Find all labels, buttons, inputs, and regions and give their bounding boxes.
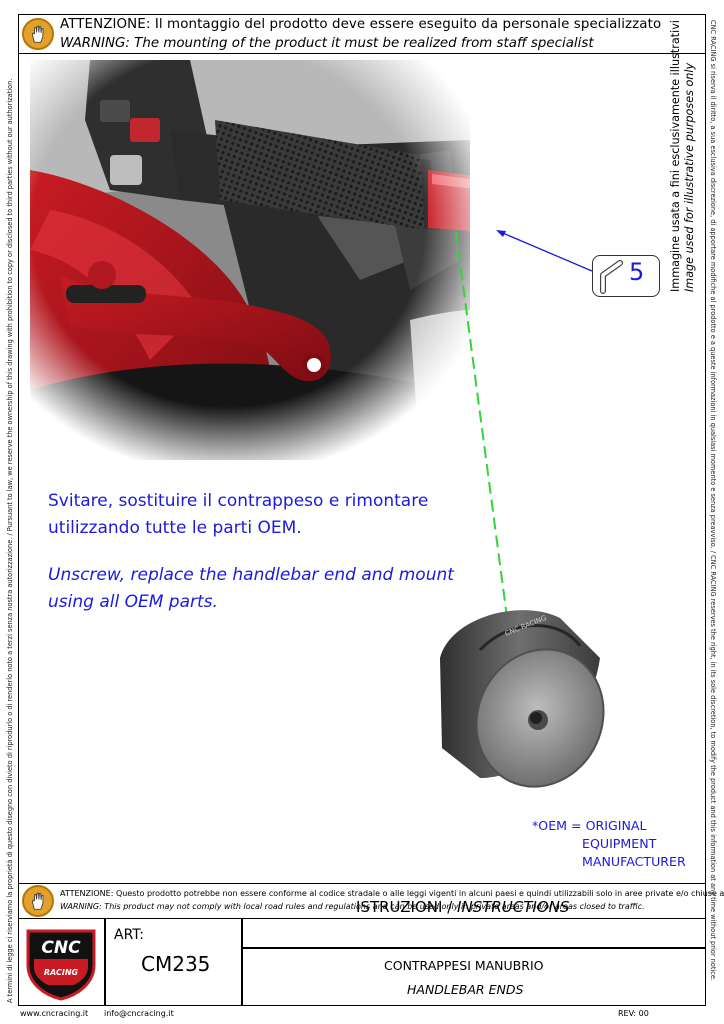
- art-code: CM235: [141, 952, 211, 976]
- allen-key-icon: [600, 260, 623, 294]
- instruction-it: Svitare, sostituire il contrappeso e rim…: [48, 491, 429, 538]
- oem-line-2: EQUIPMENT: [582, 836, 657, 851]
- assembly-guide-line: [455, 231, 511, 641]
- oem-line-1: *OEM = ORIGINAL: [532, 818, 647, 833]
- illustrative-note-it: Immagine usata a fini esclusivamente ill…: [669, 20, 682, 292]
- bar-end-part: CNC RACING: [440, 610, 605, 788]
- top-warning-banner: [18, 14, 706, 54]
- step-number: 5: [629, 258, 645, 286]
- oem-note: *OEM = ORIGINAL EQUIPMENT MANUFACTURER: [532, 817, 686, 871]
- title-block-divider-3: [241, 947, 706, 949]
- revision-label: REV: 00: [618, 1009, 649, 1018]
- email-link[interactable]: info@cncracing.it: [104, 1009, 174, 1018]
- page-frame: [18, 14, 706, 1006]
- logo-text-top: CNC: [41, 938, 81, 958]
- left-legal-text: A termini di legge ci riserviamo la prop…: [6, 78, 14, 1003]
- warning-text-it: ATTENZIONE: Il montaggio del prodotto de…: [60, 17, 662, 32]
- document-type: ISTRUZIONI / INSTRUCTIONS: [356, 898, 569, 916]
- illustrative-note-en: Image used for illustrative purposes onl…: [683, 62, 696, 292]
- doc-type-it: ISTRUZIONI: [356, 898, 443, 916]
- hand-warning-icon: [22, 18, 54, 50]
- hand-warning-icon-bottom: [22, 885, 54, 917]
- doc-type-en: INSTRUCTIONS: [457, 898, 570, 916]
- title-block-divider-1: [104, 919, 106, 1006]
- doc-type-separator: /: [447, 898, 453, 916]
- handlebar-photo: [30, 60, 470, 460]
- oem-line-3: MANUFACTURER: [582, 854, 686, 869]
- logo-text-bottom: RACING: [44, 968, 79, 977]
- title-block-divider-2: [241, 919, 243, 1006]
- bottom-warning-it: ATTENZIONE: Questo prodotto potrebbe non…: [60, 889, 724, 898]
- right-legal-text: CNC RACING si riserva il diritto, a sua …: [709, 20, 717, 982]
- instruction-en: Unscrew, replace the handlebar end and m…: [48, 565, 454, 612]
- bottom-warning-banner: [18, 883, 706, 919]
- art-label: ART:: [114, 927, 145, 943]
- warning-text-en: WARNING: The mounting of the product it …: [60, 36, 594, 51]
- cnc-racing-logo: CNC RACING: [26, 929, 96, 1001]
- website-link[interactable]: www.cncracing.it: [20, 1009, 89, 1018]
- product-name-it: CONTRAPPESI MANUBRIO: [384, 958, 544, 973]
- product-name-en: HANDLEBAR ENDS: [407, 982, 524, 997]
- pointer-arrow: [496, 230, 593, 272]
- bottom-warning-en: WARNING: This product may not comply wit…: [60, 902, 645, 911]
